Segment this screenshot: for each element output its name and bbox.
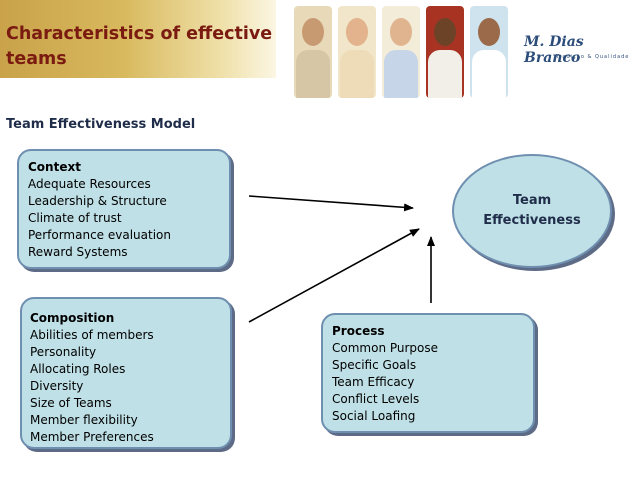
context-box: Context Adequate Resources Leadership & … (17, 149, 231, 269)
context-item: Climate of trust (28, 211, 122, 225)
team-effectiveness-ellipse: Team Effectiveness (452, 154, 612, 268)
team-effectiveness-label: Team Effectiveness (483, 193, 581, 228)
person-photo (382, 6, 420, 98)
person-photo (470, 6, 508, 98)
people-photo-strip (294, 6, 510, 102)
person-photo (338, 6, 376, 98)
process-box: Process Common Purpose Specific Goals Te… (321, 313, 535, 433)
process-item: Team Efficacy (332, 375, 415, 389)
process-item: Conflict Levels (332, 392, 420, 406)
context-to-team-arrow (248, 195, 414, 212)
context-heading: Context (28, 160, 81, 174)
composition-heading: Composition (30, 311, 115, 325)
composition-to-team-arrow (248, 228, 420, 323)
composition-box: Composition Abilities of members Persona… (20, 297, 232, 449)
context-item: Performance evaluation (28, 228, 171, 242)
logo-tagline: Tradição & Qualidade (556, 54, 630, 60)
context-item: Reward Systems (28, 245, 128, 259)
company-logo: M. Dias Branco Tradição & Qualidade (524, 26, 634, 70)
logo-text: M. Dias Branco (524, 34, 584, 66)
slide-title: Characteristics of effective teams (6, 24, 273, 69)
person-photo (426, 6, 464, 98)
composition-item: Abilities of members (30, 328, 154, 342)
composition-item: Member Preferences (30, 430, 154, 444)
slide-subtitle: Team Effectiveness Model (6, 117, 196, 132)
process-item: Specific Goals (332, 358, 417, 372)
title-band: Characteristics of effective teams (0, 0, 276, 78)
composition-item: Allocating Roles (30, 362, 126, 376)
slide-header: Characteristics of effective teams (0, 0, 638, 103)
composition-item: Size of Teams (30, 396, 112, 410)
process-item: Common Purpose (332, 341, 439, 355)
process-heading: Process (332, 324, 385, 338)
composition-item: Diversity (30, 379, 84, 393)
context-item: Adequate Resources (28, 177, 151, 191)
composition-item: Member flexibility (30, 413, 138, 427)
process-item: Social Loafing (332, 409, 416, 423)
context-item: Leadership & Structure (28, 194, 167, 208)
person-photo (294, 6, 332, 98)
composition-item: Personality (30, 345, 97, 359)
